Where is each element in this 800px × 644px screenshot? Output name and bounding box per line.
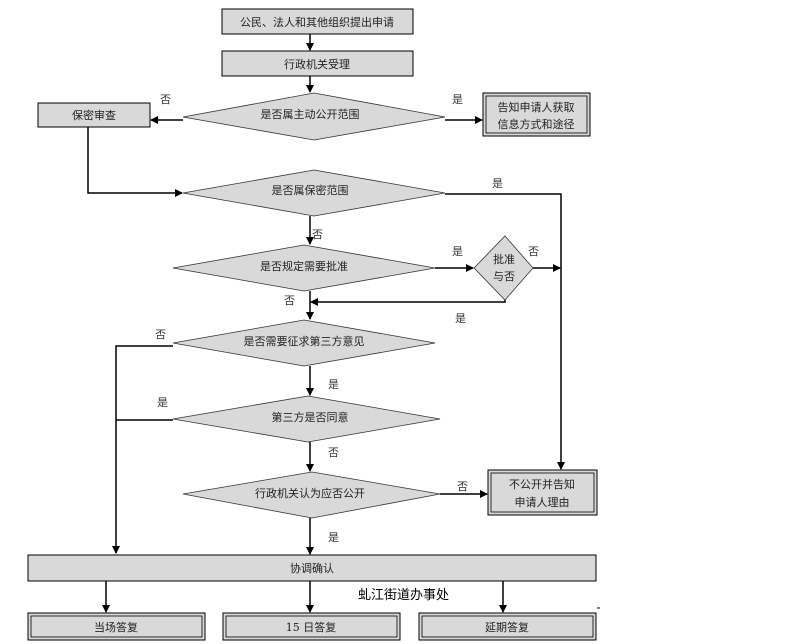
footer-organization: 虬江街道办事处 — [358, 588, 449, 603]
decision-need-approval: 是否规定需要批准 — [172, 244, 436, 292]
decision-approval-line2: 与否 — [493, 270, 515, 283]
edge-label-no: 否 — [312, 228, 323, 241]
edge-label-no: 否 — [160, 93, 171, 106]
edge-label-yes: 是 — [452, 93, 463, 106]
decision-approval-line1: 批准 — [493, 252, 515, 266]
decision-third-agree: 第三方是否同意 — [172, 395, 441, 443]
node-inform-line1: 告知申请人获取 — [498, 100, 575, 114]
decision-secret: 是否属保密范围 — [182, 169, 446, 217]
node-secrecy-review-label: 保密审查 — [72, 108, 116, 122]
node-reply-immediate-label: 当场答复 — [94, 620, 138, 634]
edge-label-no: 否 — [155, 328, 166, 341]
decision-third-party-label: 是否需要征求第三方意见 — [244, 334, 365, 348]
edge-label-no: 否 — [528, 245, 539, 258]
decision-third-party: 是否需要征求第三方意见 — [172, 319, 436, 367]
decision-approval: 批准 与否 — [473, 235, 534, 301]
node-refuse-line1: 不公开并告知 — [509, 477, 575, 491]
node-reply-15days-label: 15 日答复 — [286, 620, 337, 634]
node-coordinate-label: 协调确认 — [290, 561, 334, 575]
edge-labels: 否 是 是 否 是 否 否 是 否 是 是 否 否 是 — [155, 93, 539, 544]
decision-agency-label: 行政机关认为应否公开 — [255, 486, 365, 500]
decision-agency: 行政机关认为应否公开 — [182, 471, 441, 519]
node-accept: 行政机关受理 — [221, 50, 414, 77]
decision-secret-label: 是否属保密范围 — [272, 183, 349, 197]
decision-need-approval-label: 是否规定需要批准 — [260, 259, 348, 273]
node-reply-extended-label: 延期答复 — [485, 620, 529, 634]
connectors — [87, 34, 565, 613]
node-coordinate: 协调确认 — [27, 554, 597, 582]
node-reply-extended: 延期答复 — [418, 612, 597, 641]
decision-third-agree-label: 第三方是否同意 — [272, 410, 349, 424]
node-accept-label: 行政机关受理 — [284, 57, 350, 71]
edge-label-no: 否 — [284, 294, 295, 307]
decision-active-public-label: 是否属主动公开范围 — [261, 107, 360, 121]
edge-label-yes: 是 — [157, 396, 168, 409]
node-inform-line2: 信息方式和途径 — [498, 117, 575, 131]
node-refuse: 不公开并告知 申请人理由 — [487, 469, 598, 516]
node-inform: 告知申请人获取 信息方式和途径 — [482, 92, 591, 137]
edge-label-no: 否 — [328, 446, 339, 459]
edge-label-yes: 是 — [452, 245, 463, 258]
edge-label-yes: 是 — [328, 378, 339, 391]
node-reply-15days: 15 日答复 — [222, 612, 401, 641]
decision-active-public: 是否属主动公开范围 — [182, 92, 446, 141]
edge-label-yes: 是 — [492, 177, 503, 190]
node-secrecy-review: 保密审查 — [37, 102, 151, 128]
node-apply: 公民、法人和其他组织提出申请 — [221, 8, 414, 35]
edge-label-yes: 是 — [328, 531, 339, 544]
node-refuse-line2: 申请人理由 — [515, 495, 570, 509]
node-reply-immediate: 当场答复 — [27, 612, 206, 641]
edge-label-yes: 是 — [455, 312, 466, 325]
node-apply-label: 公民、法人和其他组织提出申请 — [240, 15, 394, 29]
edge-label-no: 否 — [457, 480, 468, 493]
